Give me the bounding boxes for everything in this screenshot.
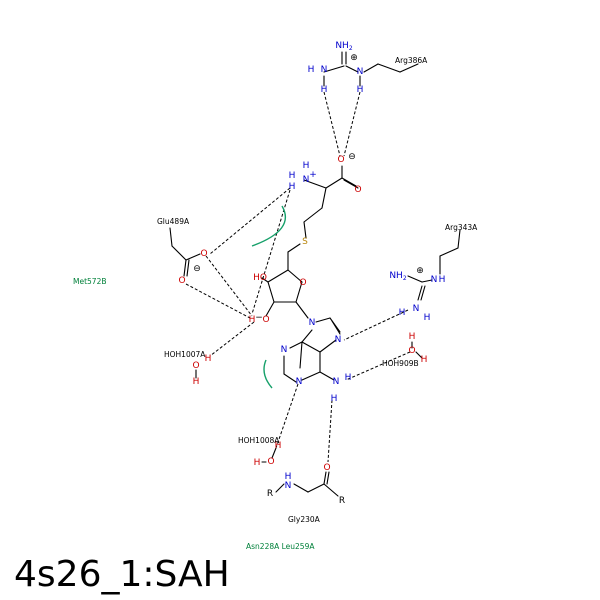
hydrophobic-arcs bbox=[251, 205, 287, 389]
atom-h: H bbox=[321, 85, 328, 95]
residue-label-hoh1007: HOH1007A bbox=[164, 350, 206, 359]
atom-o: O bbox=[267, 457, 274, 467]
atom-nh2: NH2 bbox=[389, 271, 407, 282]
atom-o: O bbox=[299, 278, 306, 288]
atom-r: R bbox=[267, 489, 273, 499]
atom-n: N bbox=[281, 345, 288, 355]
atom-n: N bbox=[413, 304, 420, 314]
atom-h: H bbox=[254, 458, 261, 468]
diagram-title: 4s26_1:SAH bbox=[14, 554, 230, 595]
charge-minus: ⊖ bbox=[348, 152, 356, 162]
residue-label-hoh1008: HOH1008A bbox=[238, 436, 280, 445]
residue-label-asn228-leu259: Asn228A Leu259A bbox=[246, 542, 315, 551]
atom-o: O bbox=[337, 155, 344, 165]
atom-h: H bbox=[399, 308, 406, 318]
atom-n: N bbox=[333, 377, 340, 387]
atom-o: O bbox=[354, 185, 361, 195]
atom-n: N bbox=[335, 335, 342, 345]
atom-h: H bbox=[409, 332, 416, 342]
bond-skeleton bbox=[169, 51, 461, 497]
atom-s: S bbox=[302, 237, 308, 247]
atom-h: H bbox=[421, 355, 428, 365]
atom-o: O bbox=[323, 463, 330, 473]
atom-h: H bbox=[424, 313, 431, 323]
atom-o: O bbox=[200, 249, 207, 259]
atom-o: O bbox=[178, 276, 185, 286]
atom-h: H bbox=[303, 161, 310, 171]
atom-h: H bbox=[289, 182, 296, 192]
atom-h-minus: H bbox=[249, 315, 256, 325]
atom-h: H bbox=[331, 394, 338, 404]
residue-label-arg386: Arg386A bbox=[395, 56, 428, 65]
atom-ho: HO bbox=[253, 273, 267, 283]
charge-plus: ⊕ bbox=[350, 53, 358, 63]
atom-r: R bbox=[339, 496, 345, 506]
residue-label-arg343: Arg343A bbox=[445, 223, 478, 232]
residue-label-glu489: Glu489A bbox=[157, 217, 190, 226]
atom-n: N bbox=[285, 481, 292, 491]
atom-o: O bbox=[192, 361, 199, 371]
atom-plus: + bbox=[309, 170, 317, 180]
residue-label-gly230: Gly230A bbox=[288, 515, 321, 524]
atom-h: H bbox=[205, 354, 212, 364]
atom-n: N bbox=[321, 65, 328, 75]
atom-h: H bbox=[289, 171, 296, 181]
atom-h: H bbox=[308, 65, 315, 75]
atom-h: H bbox=[357, 85, 364, 95]
atom-h: H bbox=[345, 373, 352, 383]
residue-labels: Arg386A Glu489A Met572B Arg343A HOH1007A… bbox=[73, 56, 478, 551]
atom-h: H bbox=[193, 377, 200, 387]
atom-n: N bbox=[309, 318, 316, 328]
atom-h: H bbox=[439, 275, 446, 285]
atom-n: N bbox=[296, 377, 303, 387]
atom-n: N bbox=[357, 67, 364, 77]
atom-h: H bbox=[285, 472, 292, 482]
atom-n: N bbox=[303, 175, 310, 185]
charge-plus: ⊕ bbox=[416, 266, 424, 276]
atom-h: H bbox=[275, 441, 282, 451]
atom-nh2: NH2 bbox=[335, 41, 353, 52]
residue-label-met572: Met572B bbox=[73, 277, 107, 286]
atom-labels: NH2 N H H N H ⊕ O ⊖ O H H N + H S HO O H… bbox=[178, 41, 445, 506]
charge-minus: ⊖ bbox=[193, 264, 201, 274]
atom-o-minus: O bbox=[262, 315, 269, 325]
hydrogen-bonds bbox=[185, 91, 411, 463]
atom-n: N bbox=[431, 275, 438, 285]
atom-o: O bbox=[408, 346, 415, 356]
atom-minus: − bbox=[255, 313, 263, 323]
residue-label-hoh909: HOH909B bbox=[382, 359, 419, 368]
